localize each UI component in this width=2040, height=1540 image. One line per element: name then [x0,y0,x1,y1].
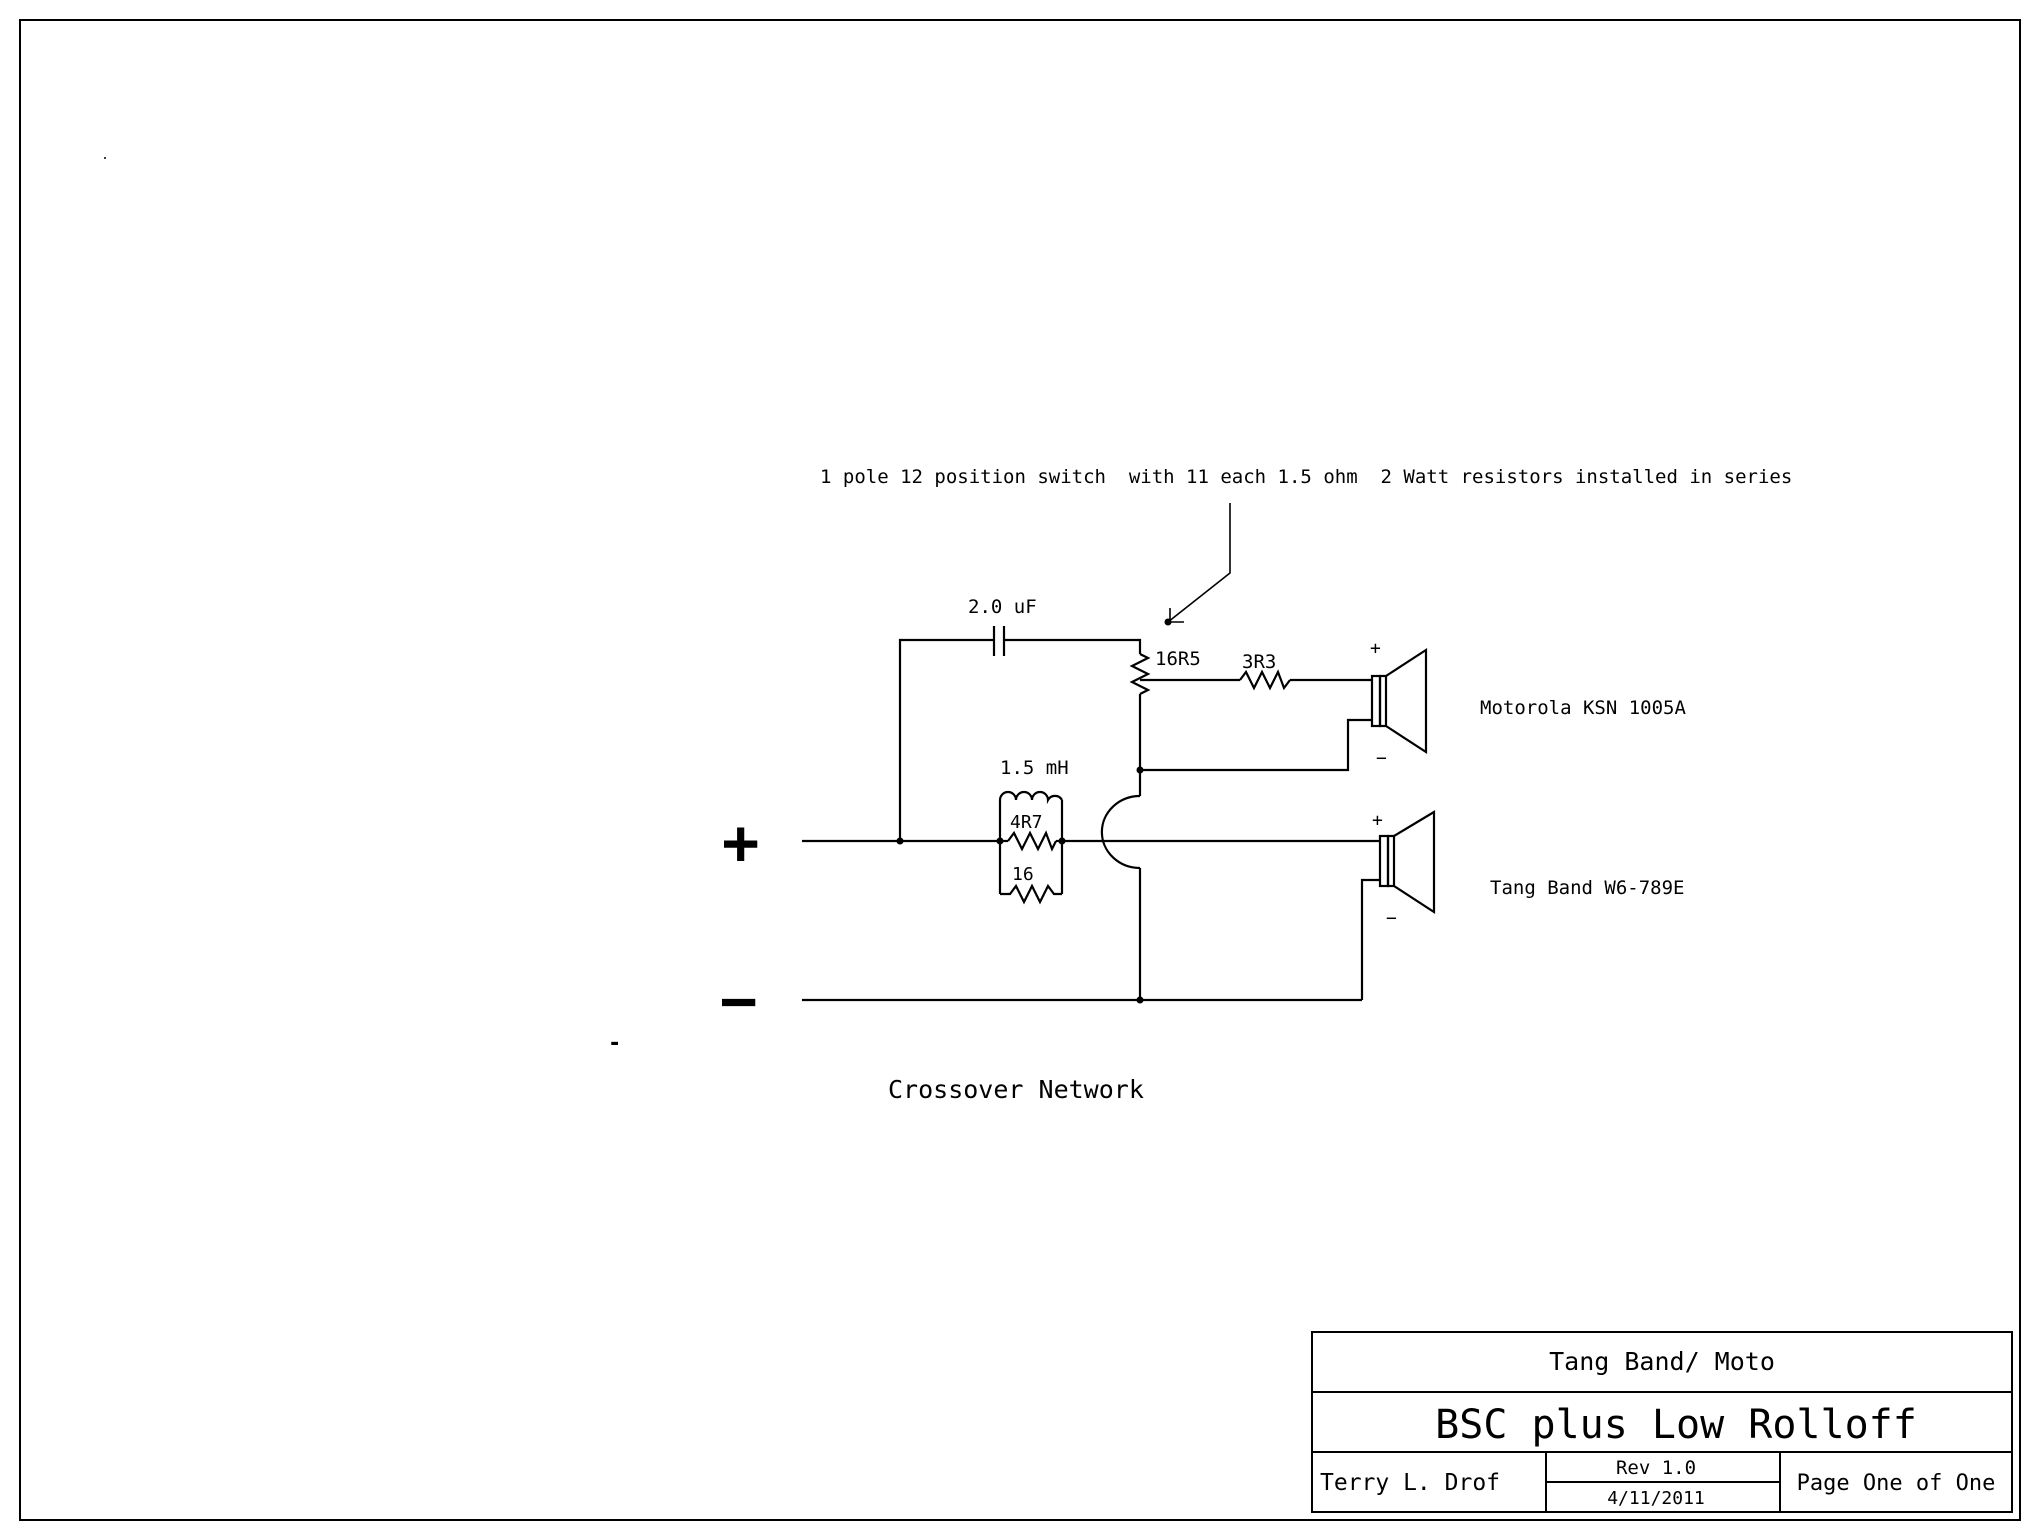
positive-terminal: + [722,806,759,879]
title-block-page: Page One of One [1797,1471,1996,1496]
tweeter-minus-marker: − [1376,748,1387,769]
junction-dot [996,837,1004,845]
wire-cap-right [1004,638,1142,654]
annotation-leader [1167,503,1231,623]
stray-mark: - [608,1031,621,1056]
pot-label: 16R5 [1155,648,1201,670]
capacitor-label: 2.0 uF [968,596,1037,618]
title-block-date: 4/11/2011 [1607,1488,1705,1509]
title-block-project: Tang Band/ Moto [1549,1347,1775,1376]
woofer-name: Tang Band W6-789E [1490,877,1684,899]
resistor-16 [1000,883,1062,905]
junction-dot [1058,837,1066,845]
woofer-minus-marker: − [1386,908,1397,929]
title-block-author: Terry L. Drof [1320,1470,1500,1496]
switch-annotation: 1 pole 12 position switch with 11 each 1… [820,466,1792,488]
title-block [1311,1331,2013,1513]
resistor-3r3 [1239,669,1291,691]
resistor-lower-label: 16 [1012,864,1034,885]
sheet-border [19,19,2021,1521]
resistor-4r7 [1007,830,1057,852]
stray-dot [104,157,106,159]
inductor-label: 1.5 mH [1000,757,1069,779]
junction-dot [1136,766,1144,774]
title-block-revision: Rev 1.0 [1616,1457,1696,1479]
wire-jump-arc [1100,794,1141,870]
junction-dot [1164,618,1172,626]
tweeter-plus-marker: + [1370,638,1381,659]
junction-dot [896,837,904,845]
wire-woofer-return [1360,878,1380,1000]
inductor-1-5mh [998,790,1063,805]
negative-terminal: − [720,964,757,1037]
woofer-plus-marker: + [1372,810,1383,831]
junction-dot [1136,996,1144,1004]
title-block-title: BSC plus Low Rolloff [1435,1402,1917,1448]
series-resistor-label: 3R3 [1242,651,1276,673]
wire-tweeter-return [1140,718,1372,772]
pot-16r5 [1129,653,1151,695]
wire-cap-left [898,638,994,841]
diagram-caption: Crossover Network [888,1075,1144,1104]
speaker-motorola-symbol [1370,647,1428,755]
speaker-tang-band-symbol [1378,810,1436,915]
resistor-upper-label: 4R7 [1010,812,1043,833]
tweeter-name: Motorola KSN 1005A [1480,697,1686,719]
